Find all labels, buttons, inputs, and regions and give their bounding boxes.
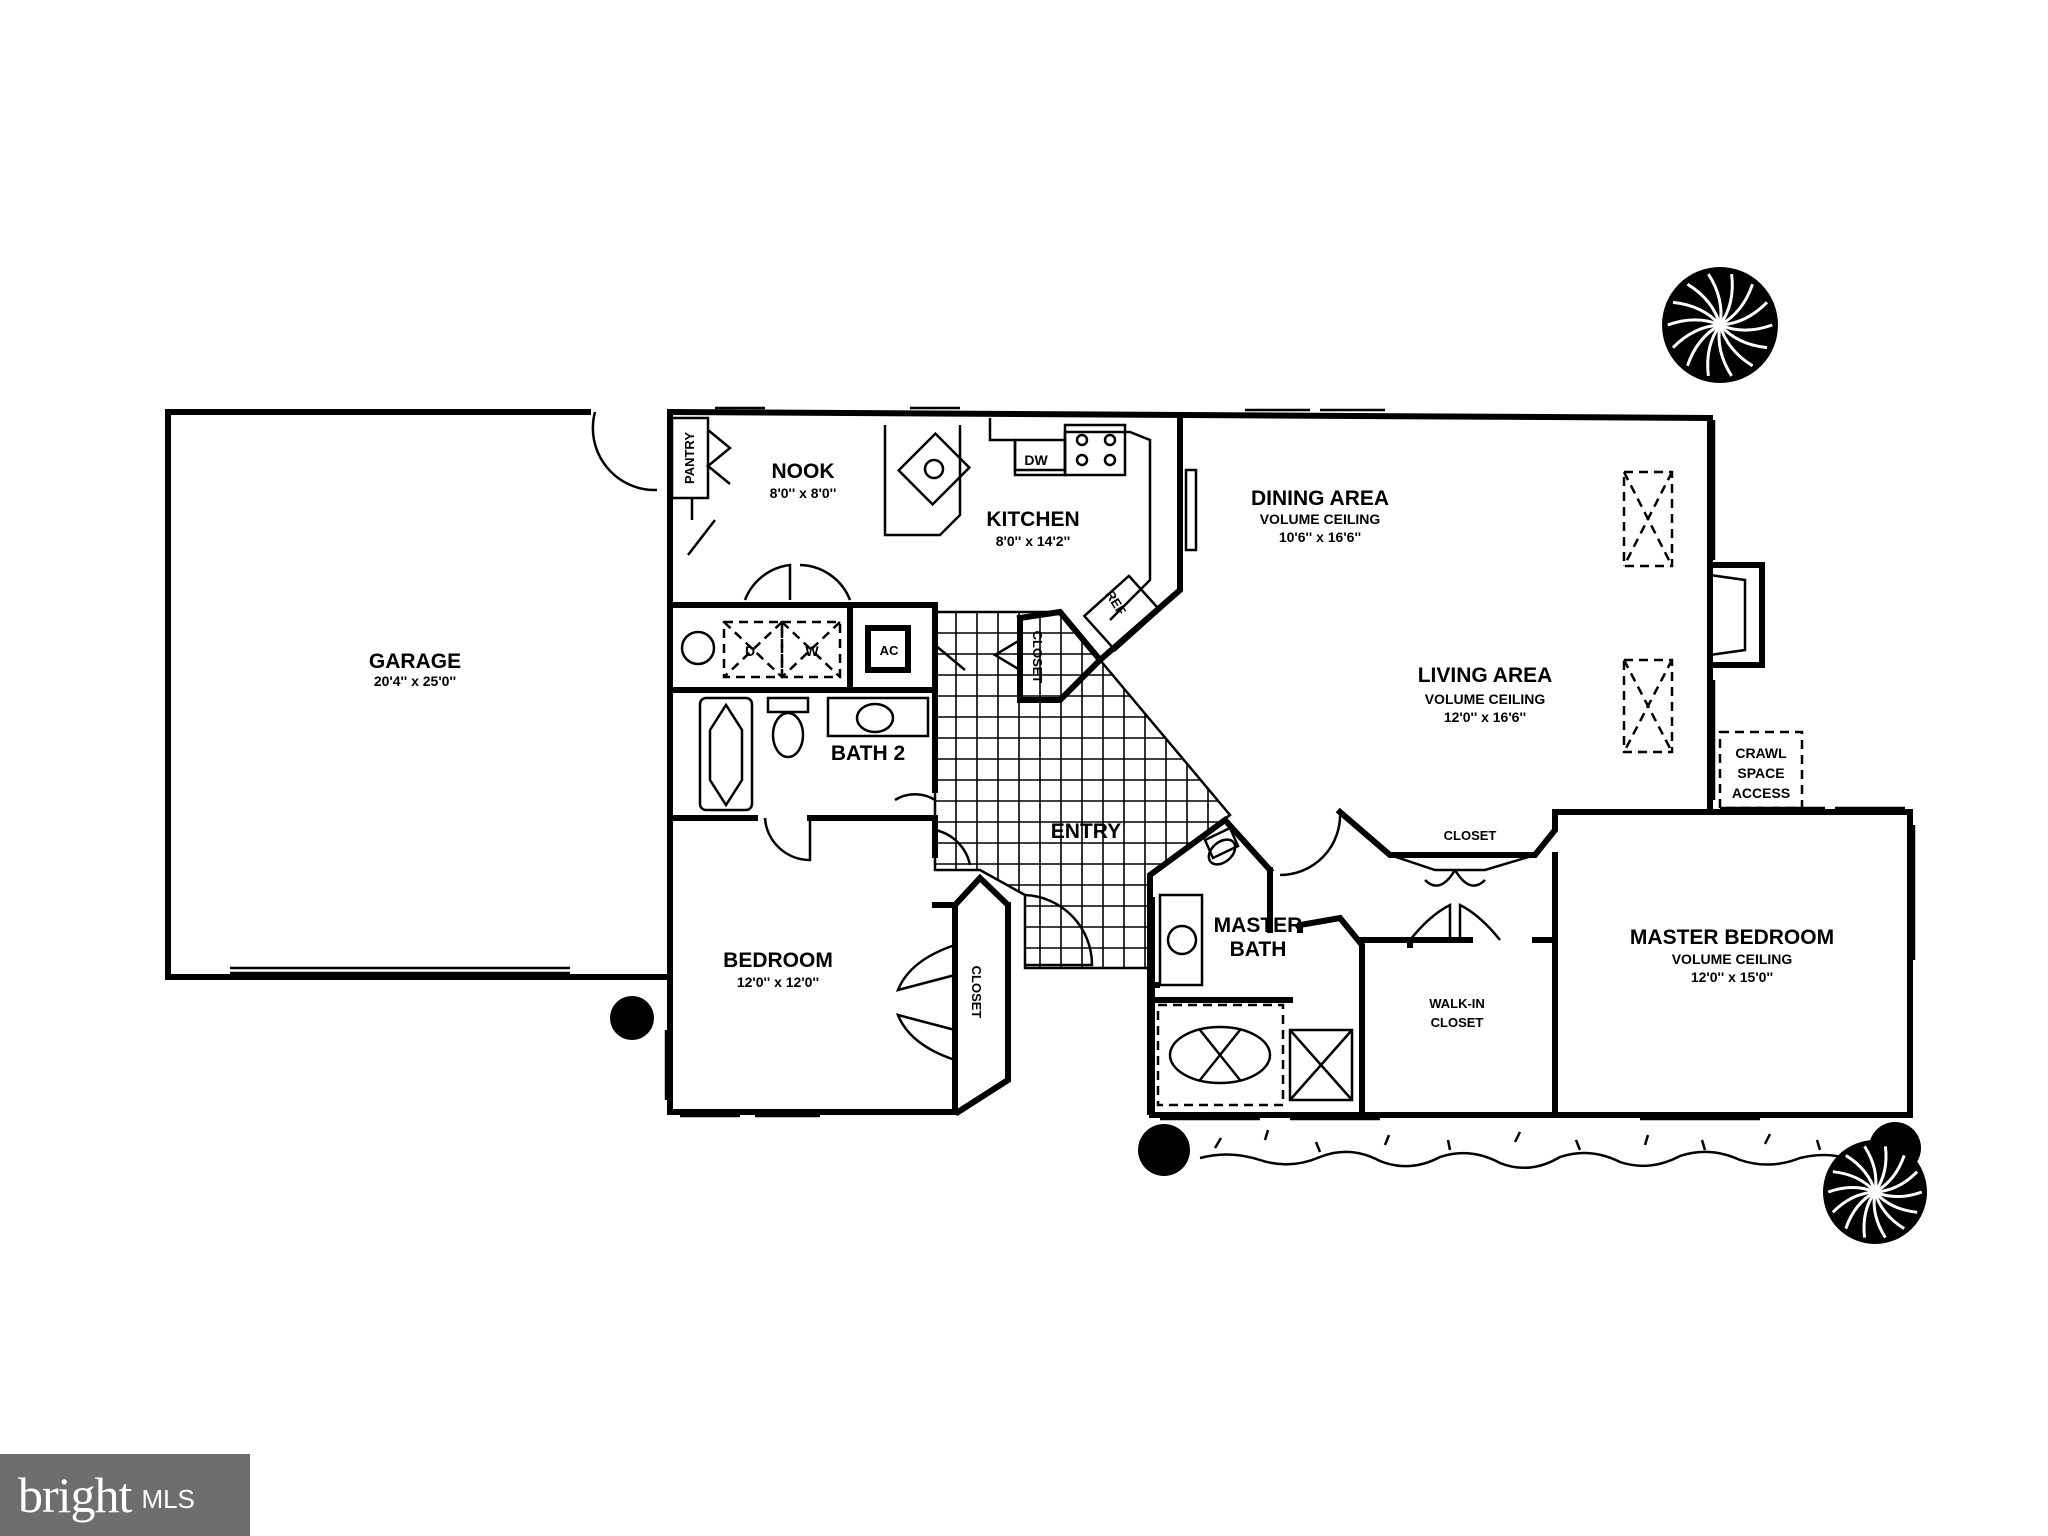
crawl-label-3: ACCESS xyxy=(1732,785,1790,801)
garage-walls xyxy=(165,409,673,980)
crawl-label-2: SPACE xyxy=(1737,765,1784,781)
washer-label: W xyxy=(805,643,819,659)
dryer-label: D xyxy=(745,643,755,659)
nook-size: 8'0'' x 8'0'' xyxy=(770,485,837,501)
refrigerator-label: REF xyxy=(1103,588,1130,618)
dining-size: 10'6'' x 16'6'' xyxy=(1279,529,1361,545)
master-closet-walls xyxy=(1279,807,1713,1118)
living-note: VOLUME CEILING xyxy=(1425,691,1546,707)
garage-size: 20'4'' x 25'0'' xyxy=(374,673,456,689)
master-bath-label-2: BATH xyxy=(1230,938,1287,961)
skylights xyxy=(1622,470,1804,810)
bedroom-closet-label: CLOSET xyxy=(969,966,984,1019)
crawl-label-1: CRAWL xyxy=(1735,745,1787,761)
walkin-label-2: CLOSET xyxy=(1431,1015,1484,1030)
tree-icon xyxy=(1823,1140,1927,1244)
laundry-walls xyxy=(667,602,966,693)
living-size: 12'0'' x 16'6'' xyxy=(1444,709,1526,725)
brand-suffix: MLS xyxy=(141,1483,195,1514)
brand-name: bright xyxy=(18,1467,132,1523)
dining-note: VOLUME CEILING xyxy=(1260,511,1381,527)
bedroom-walls xyxy=(667,815,1011,1117)
pantry-label: PANTRY xyxy=(682,432,697,484)
master-bath-label-1: MASTER xyxy=(1214,914,1303,937)
living-label: LIVING AREA xyxy=(1418,664,1553,687)
brand-logo: bright MLS xyxy=(0,1454,250,1536)
entry-door-swing xyxy=(1024,893,1094,967)
bath2-walls xyxy=(667,687,938,862)
room-labels: GARAGE 20'4'' x 25'0'' PANTRY NOOK 8'0''… xyxy=(369,432,1834,1030)
kitchen-label: KITCHEN xyxy=(986,508,1079,531)
bedroom-size: 12'0'' x 12'0'' xyxy=(737,974,819,990)
bedroom-label: BEDROOM xyxy=(723,949,833,972)
entry-tile-floor xyxy=(935,612,1230,968)
landscaping xyxy=(610,267,1927,1244)
nook-label: NOOK xyxy=(772,460,835,483)
master-closet-label: CLOSET xyxy=(1444,828,1497,843)
ac-label: AC xyxy=(880,643,899,658)
master-bath-walls xyxy=(1147,815,1365,1115)
hall-closet-walls xyxy=(992,608,1105,703)
dishwasher-label: DW xyxy=(1024,452,1048,468)
tree-icon xyxy=(1662,267,1778,383)
master-bedroom-size: 12'0'' x 15'0'' xyxy=(1691,969,1773,985)
kitchen-size: 8'0'' x 14'2'' xyxy=(996,533,1070,549)
master-bedroom-note: VOLUME CEILING xyxy=(1672,951,1793,967)
walkin-label-1: WALK-IN xyxy=(1429,996,1485,1011)
entry-label: ENTRY xyxy=(1051,820,1121,843)
dining-label: DINING AREA xyxy=(1251,487,1389,510)
master-bedroom-label: MASTER BEDROOM xyxy=(1630,926,1834,949)
hall-closet-label: CLOSET xyxy=(1030,631,1045,684)
bath2-label: BATH 2 xyxy=(831,742,905,765)
fixture-labels: DW REF D W AC CLOSET CLOSET CLOSET xyxy=(745,452,1496,1018)
garage-label: GARAGE xyxy=(369,650,461,673)
